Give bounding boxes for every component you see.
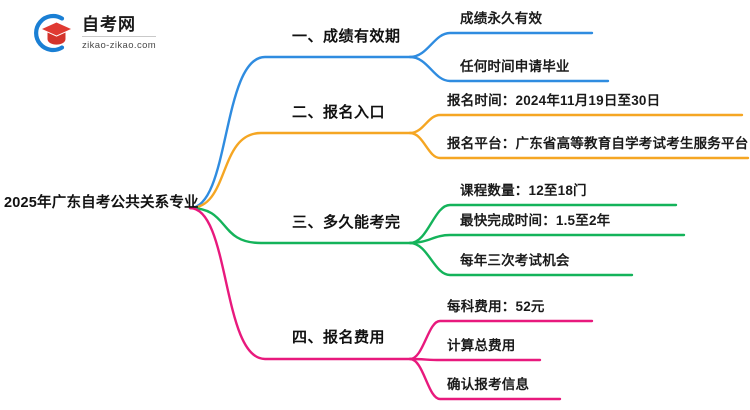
mindmap-leaf-3-3-label[interactable]: 每年三次考试机会: [460, 253, 570, 268]
mindmap-branch-1-label[interactable]: 一、成绩有效期: [292, 28, 401, 45]
mindmap-leaf-2-2-label[interactable]: 报名平台：广东省高等教育自学考试考生服务平台: [447, 136, 749, 151]
mindmap-leaf-1-1-label[interactable]: 成绩永久有效: [460, 11, 543, 26]
graduation-cap-icon: [28, 10, 74, 56]
mindmap-leaf-4-2-label[interactable]: 计算总费用: [447, 338, 516, 353]
logo-domain: zikao-zikao.com: [82, 40, 157, 51]
mindmap-leaf-1-2-label[interactable]: 任何时间申请毕业: [460, 59, 570, 74]
mindmap-leaf-3-1-label[interactable]: 课程数量：12至18门: [460, 183, 587, 198]
mindmap-leaf-3-2-label[interactable]: 最快完成时间：1.5至2年: [460, 213, 611, 228]
mindmap-leaf-2-1-label[interactable]: 报名时间：2024年11月19日至30日: [447, 93, 661, 108]
logo-text: 自考网 zikao-zikao.com: [82, 14, 157, 52]
mindmap-root-node[interactable]: 2025年广东自考公共关系专业: [4, 195, 199, 211]
mindmap-branch-3-label[interactable]: 三、多久能考完: [292, 214, 401, 231]
logo-title: 自考网: [82, 16, 157, 37]
mindmap-leaf-4-3-label[interactable]: 确认报考信息: [447, 377, 530, 392]
mindmap-leaf-4-1-label[interactable]: 每科费用：52元: [447, 299, 545, 314]
site-logo: 自考网 zikao-zikao.com: [28, 10, 208, 56]
mindmap-branch-4-label[interactable]: 四、报名费用: [292, 329, 386, 346]
mindmap-branch-2-label[interactable]: 二、报名入口: [292, 104, 386, 121]
